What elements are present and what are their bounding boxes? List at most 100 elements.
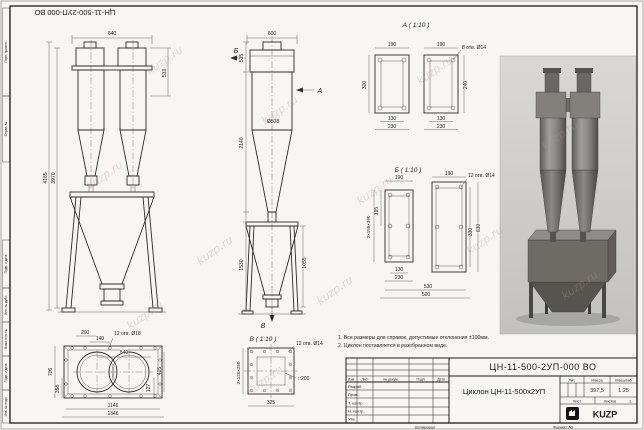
stamp-sheets-value: 1	[629, 400, 631, 404]
hole-callout: 8 отв. Ø14	[462, 45, 486, 51]
stamp-header-data: Дата	[437, 378, 445, 382]
section-letter-a: А	[317, 88, 323, 95]
margin-field-label: Подп. и дата	[4, 363, 8, 382]
dimension-label: 195	[374, 207, 380, 216]
margin-field-label: Справ. №	[4, 121, 8, 136]
hole-callout: 12 отв. Ø14	[296, 341, 323, 347]
dimension-label: □200	[298, 376, 310, 382]
stamp-role: Н. контр.	[348, 409, 365, 414]
dimension-label: 1530	[239, 259, 245, 270]
stamp-role: Т. контр.	[348, 401, 364, 406]
stamp-scale-label: Масштаб	[615, 378, 632, 382]
dimension-label: 533	[162, 69, 168, 78]
dimension-label: 600	[268, 31, 277, 37]
dimension-label: 130	[395, 267, 404, 273]
margin-field-label: Подп. и дата	[4, 254, 8, 273]
dimension-label: 706	[48, 368, 54, 377]
arrow-v	[269, 315, 275, 322]
dimension-label: 130	[388, 116, 397, 122]
section-a-view	[368, 47, 465, 130]
margin-field-label: Инв. № подл.	[4, 396, 8, 416]
side-view-dimension-lines	[230, 35, 314, 322]
hole-callout: 12 отв. Ø14	[468, 173, 495, 179]
front-view-dimension-lines	[46, 35, 171, 311]
front-view	[58, 40, 166, 313]
stamp-header-list: Лист	[361, 378, 369, 382]
dimension-label: 2×125×250	[236, 361, 241, 384]
drawing-frame	[9, 5, 638, 424]
note-line: 2. Циклон поставляется в разобранном вид…	[338, 343, 447, 349]
dimension-label: 140	[96, 336, 105, 342]
dimension-label: 358	[55, 385, 61, 394]
dimension-label: 3970	[51, 172, 57, 183]
dimension-label: 1146	[108, 403, 119, 409]
dimension-label: 535	[239, 54, 245, 63]
dimension-label: 190	[388, 42, 397, 48]
doc-code-rotated: ЦН-11-500-2УП-000 ВО	[34, 8, 115, 17]
dimension-label: 190	[437, 42, 446, 48]
side-view	[238, 36, 306, 318]
dimension-label: 330	[468, 228, 474, 237]
dimension-label: 230	[395, 275, 404, 281]
hole-callout: 12 отв. Ø18	[114, 331, 141, 337]
stamp-scale-value: 1:25	[618, 388, 629, 394]
stamp-sheet-label: Лист	[573, 400, 582, 404]
stamp-role: Пров.	[348, 392, 359, 397]
dimension-label: 240	[463, 81, 469, 90]
dimension-label: 2140	[239, 137, 245, 148]
stamp-role: Утв.	[348, 417, 356, 422]
margin-fields: Перв. примен. Справ. № Подп. и дата Инв.…	[2, 7, 10, 424]
stamp-product-name: Циклон ЦН-11-500х2УП	[463, 387, 545, 396]
dimension-label: 130	[437, 116, 446, 122]
notes: 1. Все размеры для справок, допустимые о…	[338, 335, 489, 349]
section-letter-b: Б	[234, 48, 239, 55]
product-photo	[499, 55, 637, 335]
section-letter-v: В	[261, 323, 266, 330]
view-title-b: Б ( 1:10 )	[395, 167, 422, 174]
photo-shadow	[516, 312, 620, 326]
dimension-label: 630	[476, 224, 482, 233]
format-label: Формат А3	[553, 425, 574, 430]
stamp-header-izm: Изм.	[348, 378, 355, 382]
arrow-b	[230, 55, 237, 61]
stamp-designation: ЦН-11-500-2УП-000 ВО	[490, 362, 597, 372]
dimension-label: Ø508	[267, 119, 279, 125]
dimension-label: 230	[388, 124, 397, 130]
dimension-label: 127	[146, 384, 152, 393]
dimension-label: 405	[157, 367, 163, 376]
stamp-mass-label: Масса	[591, 378, 603, 382]
dimension-label: 540	[120, 350, 129, 356]
dimension-label: 325	[267, 400, 276, 406]
dimension-label: 530	[424, 284, 433, 290]
view-title-v: В ( 1:10 )	[250, 336, 277, 343]
stamp-lit-label: Лит.	[569, 378, 576, 382]
section-b-view	[373, 176, 479, 299]
dimension-label: 640	[108, 31, 117, 37]
dimension-label: 2×195×390	[366, 215, 371, 238]
dimension-label: 190	[445, 171, 454, 177]
hopper-top-view	[54, 335, 165, 418]
stamp-header-docnum: № докум.	[384, 378, 399, 382]
margin-field-label: Перв. примен.	[4, 41, 8, 62]
dimension-label: 4185	[43, 172, 49, 183]
dimension-label: 200	[81, 330, 90, 336]
margin-field-label: Инв. № дубл.	[4, 295, 8, 315]
title-block: Изм. Лист № докум. Подп. Дата Разраб. Пр…	[345, 357, 638, 424]
stamp-mass-value: 397,5	[590, 388, 604, 394]
stamp-sheets-label: Листов	[604, 400, 616, 404]
dimension-label: 500	[422, 292, 431, 298]
copied-label: Копировал	[415, 425, 436, 430]
view-title-a: А ( 1:10 )	[402, 22, 430, 29]
arrow-a	[296, 87, 303, 93]
stamp-role: Разраб.	[348, 384, 362, 389]
note-line: 1. Все размеры для справок, допустимые о…	[338, 335, 489, 341]
margin-field-label: Взам. инв. №	[4, 329, 8, 349]
dimension-label: 1055	[302, 257, 308, 268]
dimension-label: 300	[362, 81, 368, 90]
stamp-header-podp: Подп.	[416, 378, 425, 382]
company-logo-text: KUZP	[593, 410, 618, 420]
dimension-label: 230	[437, 124, 446, 130]
